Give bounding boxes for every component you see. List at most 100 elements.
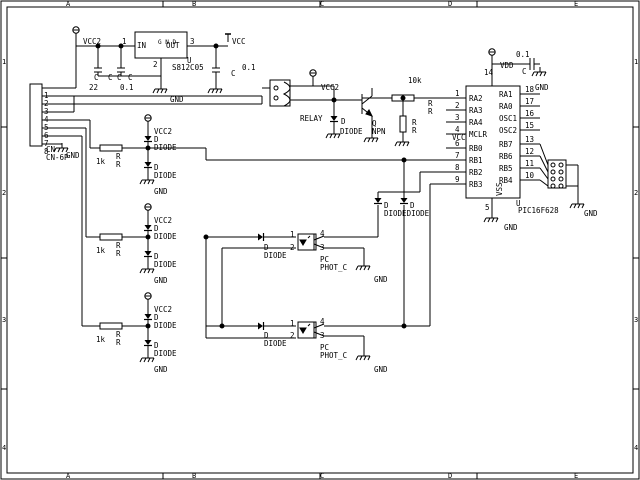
prot-gnd-label: GND	[154, 187, 168, 196]
cap-c4-ref: C	[128, 73, 133, 82]
frame-col-e: E	[574, 0, 578, 8]
prot-resistor-value: 1k	[96, 246, 106, 255]
mcu-left-pin-name: RA2	[469, 94, 483, 103]
frame-row-3: 3	[2, 316, 6, 324]
out-cap-gnd-icon	[207, 83, 223, 94]
prot-lower-diode-part: DIODE	[154, 171, 177, 180]
opto2-pin3: 3	[320, 331, 325, 340]
prot-gnd-label: GND	[154, 365, 168, 374]
pulldown-diode-parts: DIODEDIODE	[384, 209, 430, 218]
frame-col-a: A	[66, 0, 71, 8]
prot-vcc2-icon	[144, 292, 152, 306]
mcu-right-pin-name: RB5	[499, 164, 513, 173]
cap-c3-ref: C	[108, 73, 113, 82]
frame-row-1: 1	[2, 58, 6, 66]
mcu-left-pin-num: 3	[455, 113, 460, 122]
prot-resistor-ref-2: R	[116, 160, 121, 169]
resistor-10k: 10k	[408, 76, 422, 85]
opto1-pin4: 4	[320, 229, 325, 238]
pulldown-gnd-icon	[394, 136, 410, 147]
prot-resistor-ref: R	[116, 152, 121, 161]
cn-part-label: CN-6P	[46, 153, 69, 162]
regulator-in-pin: IN	[137, 41, 146, 50]
regulator-ref: U	[187, 56, 192, 65]
rb3-diode-icon	[399, 197, 409, 205]
mcu-right-pin-num: 18	[525, 85, 535, 94]
mcu-left-pin-name: RB1	[469, 156, 483, 165]
prot-gnd-label: GND	[154, 276, 168, 285]
opto2-ref: PC	[320, 343, 329, 352]
mcu-part: PIC16F628	[518, 206, 559, 215]
opto1-gnd-label: GND	[374, 275, 388, 284]
vcc2-power-icon	[72, 26, 80, 40]
mcu-pin14: 14	[484, 68, 494, 77]
regulator-pin3: 3	[190, 37, 195, 46]
mcu-right-pin-name: RA1	[499, 90, 513, 99]
power-supply-section: VCC2 IN OUT G N D 1 3 2 U S812C05 VCC C …	[72, 26, 256, 94]
rb2-diode-icon	[373, 197, 383, 205]
prot-upper-diode-part: DIODE	[154, 321, 177, 330]
mcu-ref: U	[516, 199, 521, 208]
prot-lower-diode-ref: D	[154, 341, 159, 350]
frame-col-d-bottom: D	[448, 472, 452, 480]
prot-upper-diode-icon	[143, 224, 153, 232]
frame-row-2: 2	[2, 189, 6, 197]
prot-vcc2-label: VCC2	[154, 305, 172, 314]
npn-part: NPN	[372, 127, 386, 136]
opto1-pin1: 1	[290, 230, 295, 239]
prot-lower-diode-ref: D	[154, 163, 159, 172]
cap-out-value: 0.1	[242, 63, 256, 72]
prot-vcc2-icon	[144, 114, 152, 128]
cap-c5-ref: C	[231, 69, 236, 78]
base-r-ref-2: R	[428, 107, 433, 116]
relay-section: VCC2 RELAY D DIODE Q NPN 10k R R R	[261, 69, 460, 147]
mcu-left-pin-name: MCLR	[469, 130, 488, 139]
opto2-part: PHOT_C	[320, 351, 347, 360]
cn-gnd-label: GND	[66, 151, 80, 160]
prot-lower-diode-icon	[143, 339, 153, 347]
frame-col-c: C	[320, 0, 324, 8]
mcu-vss-gnd-icon	[483, 212, 499, 223]
rb2-diode-ref: D	[384, 201, 389, 210]
mcu-right-pin-name: RB7	[499, 140, 513, 149]
mcu-vcc-label: VCC	[452, 133, 466, 142]
mcu-right-pin-name: OSC2	[499, 126, 517, 135]
npn-ref: Q	[372, 119, 377, 128]
relay-coil-icon	[282, 81, 291, 107]
vcc2-label: VCC2	[83, 37, 101, 46]
opto1-part: PHOT_C	[320, 263, 347, 272]
frame-col-d: D	[448, 0, 452, 8]
prot-upper-diode-ref: D	[154, 135, 159, 144]
mcu-left-pin-num: 2	[455, 101, 460, 110]
cap-c1-ref: C	[94, 73, 99, 82]
flyback-diode-ref: D	[341, 117, 346, 126]
mcu-right-pin-name: RA0	[499, 102, 513, 111]
regulator-pin1: 1	[122, 37, 127, 46]
mcu-left-pin-num: 7	[455, 151, 460, 160]
prot-lower-diode-icon	[143, 161, 153, 169]
prot-series-resistor	[99, 233, 123, 241]
prot-upper-diode-icon	[143, 313, 153, 321]
junction-dots	[95, 43, 407, 329]
opto1-pin3: 3	[320, 243, 325, 252]
prot-series-resistor	[99, 144, 123, 152]
vcc-power-icon	[224, 33, 232, 43]
base-r-ref: R	[428, 99, 433, 108]
prot-lower-diode-icon	[143, 250, 153, 258]
prot-vcc2-icon	[144, 203, 152, 217]
relay-diode-gnd-icon	[325, 128, 341, 139]
mcu-vss-label: VSS	[495, 182, 504, 196]
mcu-vdd-label: VDD	[500, 61, 514, 70]
opto1-body	[297, 233, 317, 251]
relay-vcc2-label: VCC2	[321, 83, 339, 92]
frame-col-c-bottom: C	[320, 472, 324, 480]
pulldown-r-ref: R	[412, 118, 417, 127]
prot-resistor-ref: R	[116, 330, 121, 339]
opto2-diode-icon	[257, 321, 265, 331]
voltage-regulator	[134, 31, 188, 59]
prot-lower-diode-ref: D	[154, 252, 159, 261]
mcu-left-pin-name: RB2	[469, 168, 483, 177]
mcu-right-pin-name: RB6	[499, 152, 513, 161]
